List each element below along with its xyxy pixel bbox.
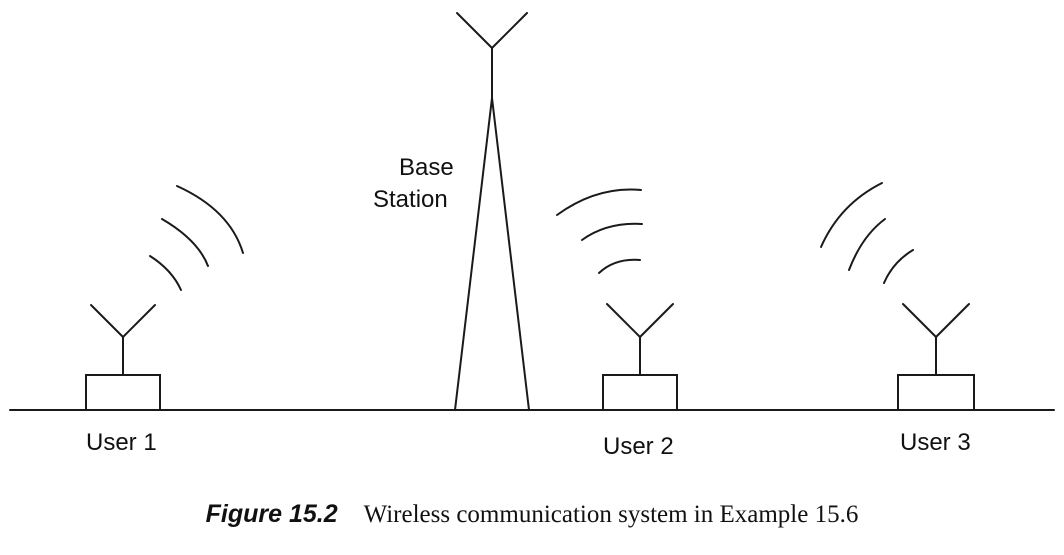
base-station-label-line1: Base: [399, 154, 454, 181]
user-2-label: User 2: [603, 433, 674, 460]
base-station-tower: [454, 97, 530, 411]
user-1-label: User 1: [86, 429, 157, 456]
user-3-antenna-icon: [902, 303, 970, 376]
user-3-label: User 3: [900, 429, 971, 456]
user-2-antenna-icon: [606, 303, 674, 376]
base-station-antenna-icon: [456, 12, 528, 99]
user-1-antenna-icon: [90, 304, 156, 376]
base-station-label-line2: Station: [373, 186, 448, 213]
user-3: User 3: [820, 182, 975, 456]
figure-caption-label: Figure 15.2: [206, 500, 338, 528]
user-1-signal-waves-icon: [149, 185, 244, 291]
user-2: User 2: [556, 188, 678, 460]
user-2-terminal: [602, 374, 678, 411]
base-station: Base Station: [373, 12, 530, 411]
figure-caption-text: Wireless communication system in Example…: [364, 501, 859, 528]
user-3-signal-waves-icon: [820, 182, 914, 284]
user-1-terminal: [85, 374, 161, 411]
user-1: User 1: [85, 185, 244, 456]
user-2-signal-waves-icon: [556, 188, 643, 274]
user-3-terminal: [897, 374, 975, 411]
figure-caption: Figure 15.2 Wireless communication syste…: [206, 500, 859, 528]
